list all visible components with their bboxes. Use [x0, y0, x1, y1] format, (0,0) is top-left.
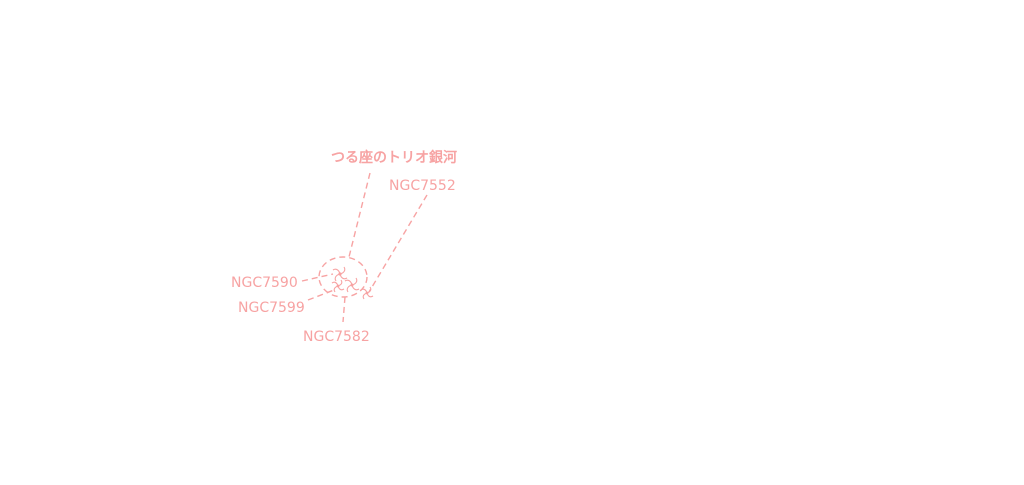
galaxy-ngc7582-icon	[344, 277, 360, 293]
leader-ngc7552	[368, 194, 428, 293]
label-ngc7582: NGC7582	[303, 329, 370, 345]
leader-ngc7599	[307, 289, 335, 301]
group-ring	[318, 256, 368, 298]
leader-ngc7582	[342, 296, 346, 323]
galaxy-ngc7599-icon	[331, 279, 345, 293]
galaxy-ngc7552-icon	[360, 286, 374, 300]
label-ngc7552: NGC7552	[389, 178, 456, 194]
label-ngc7599: NGC7599	[238, 300, 305, 316]
leader-ngc7590	[301, 273, 334, 282]
label-ngc7590: NGC7590	[231, 275, 298, 291]
galaxy-ngc7590-icon	[332, 266, 348, 282]
leader-group	[348, 172, 371, 258]
group-label: つる座のトリオ銀河	[331, 149, 457, 166]
